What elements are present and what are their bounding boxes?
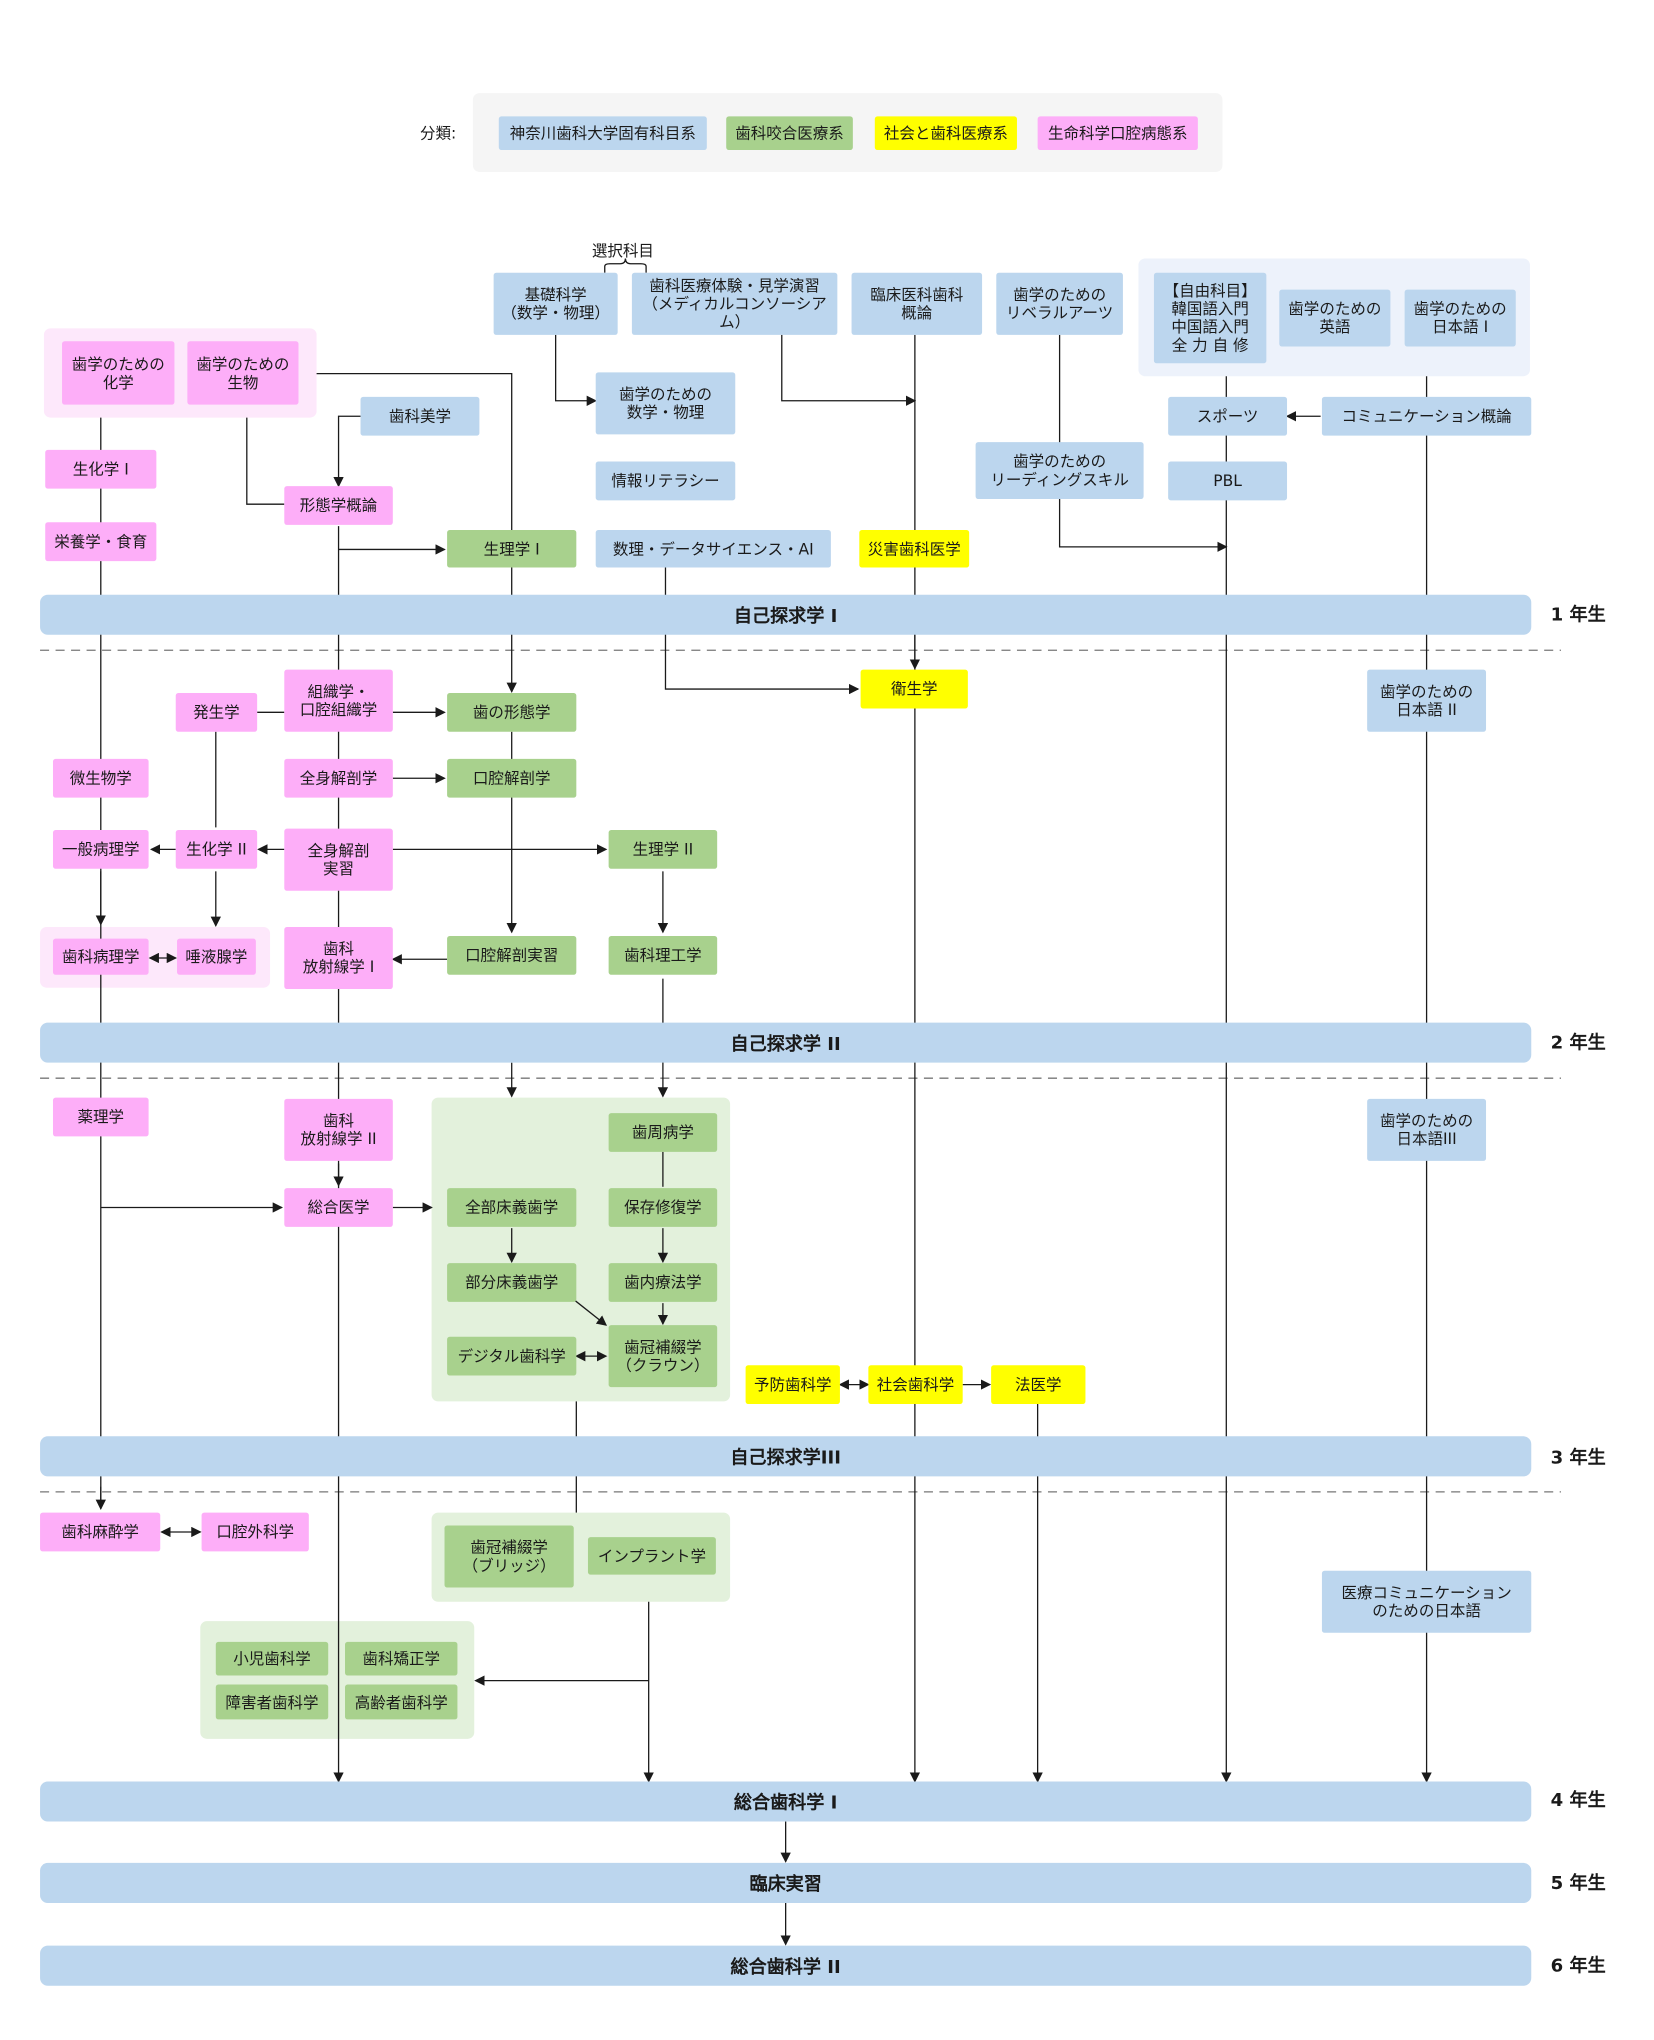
course-chemistry[interactable]: 歯学のための 化学 [62,341,175,405]
course-radiology-2[interactable]: 歯科 放射線学 II [284,1098,393,1161]
course-operative-dentistry[interactable]: 保存修復学 [608,1188,718,1227]
course-general-pathology[interactable]: 一般病理学 [52,829,149,869]
course-oral-anatomy-practice[interactable]: 口腔解剖実習 [447,935,577,975]
selection-label: 選択科目 [591,241,654,260]
course-oral-anatomy[interactable]: 口腔解剖学 [447,758,577,798]
course-geriatric[interactable]: 高齢者歯科学 [345,1684,458,1720]
year-label-2: 2 年生 [1550,1032,1606,1054]
course-pharmacology[interactable]: 薬理学 [52,1097,149,1137]
course-salivary[interactable]: 唾液腺学 [177,938,256,975]
course-complete-denture[interactable]: 全部床義歯学 [447,1188,577,1227]
arrow-medical-rinsho [781,334,917,406]
course-histology[interactable]: 組織学・ 口腔組織学 [284,669,393,732]
legend-item-life-science: 生命科学口腔病態系 [1037,116,1198,150]
arrow-bubun-crown [574,1300,608,1326]
legend-item-kanagawa: 神奈川歯科大学固有科目系 [498,116,707,150]
course-communication[interactable]: コミュニケーション概論 [1321,396,1532,436]
course-medical-consortium[interactable]: 歯科医療体験・見学演習 （メディカルコンソーシアム） [631,272,838,335]
course-info-literacy[interactable]: 情報リテラシー [595,461,736,501]
course-social-dentistry[interactable]: 社会歯科学 [868,1365,963,1404]
course-rinsho-gairon[interactable]: 臨床医科歯科 概論 [851,272,983,335]
course-elective-languages[interactable]: 【自由科目】 韓国語入門 中国語入門 全 力 自 修 [1153,272,1267,364]
course-english[interactable]: 歯学のための 英語 [1279,289,1391,347]
legend-label: 分類: [419,124,457,143]
course-digital-dentistry[interactable]: デジタル歯科学 [447,1336,577,1376]
year-label-4: 4 年生 [1550,1790,1606,1812]
course-implant[interactable]: インプラント学 [587,1537,716,1575]
course-preventive[interactable]: 予防歯科学 [745,1365,840,1404]
course-endodontics[interactable]: 歯内療法学 [608,1263,718,1302]
course-biology[interactable]: 歯学のための 生物 [187,341,299,405]
course-data-science[interactable]: 数理・データサイエンス・AI [595,530,831,568]
year-label-6: 6 年生 [1550,1956,1606,1977]
course-general-medicine[interactable]: 総合医学 [284,1188,393,1227]
arrow-biyo-keitai [333,415,361,488]
course-reading-skill[interactable]: 歯学のための リーディングスキル [975,442,1144,500]
course-hygiene[interactable]: 衛生学 [860,669,968,709]
course-biochem-2[interactable]: 生化学 II [175,829,258,869]
course-dental-aesthetics[interactable]: 歯科美学 [360,396,480,436]
course-oral-pathology[interactable]: 歯科病理学 [52,938,149,975]
year-label-1: 1 年生 [1550,605,1606,626]
line-seibutsu-keitai [246,417,285,505]
bar-self-exploration-2[interactable]: 自己探求学 II [40,1022,1532,1063]
course-japanese-1[interactable]: 歯学のための 日本語 I [1404,289,1516,347]
course-anesthesiology[interactable]: 歯科麻酔学 [40,1512,161,1552]
arrow-reading-pbl [1058,334,1228,553]
course-tooth-morphology[interactable]: 歯の形態学 [447,692,577,732]
course-bridge[interactable]: 歯冠補綴学 （ブリッジ） [444,1525,574,1588]
legend-item-social: 社会と歯科医療系 [874,116,1017,150]
course-pbl[interactable]: PBL [1168,461,1288,501]
course-orthodontics[interactable]: 歯科矯正学 [345,1641,458,1676]
course-anatomy[interactable]: 全身解剖学 [284,758,393,798]
course-sports[interactable]: スポーツ [1168,396,1288,436]
arrow-kiso-suugaku [554,334,597,406]
course-medical-communication[interactable]: 医療コミュニケーション のための日本語 [1321,1570,1532,1633]
course-liberal-arts[interactable]: 歯学のための リベラルアーツ [996,272,1123,335]
course-kiso[interactable]: 基礎科学 （数学・物理） [493,272,618,335]
course-anatomy-practice[interactable]: 全身解剖 実習 [284,828,393,891]
course-dental-materials[interactable]: 歯科理工学 [608,935,718,975]
course-microbiology[interactable]: 微生物学 [52,758,149,798]
bar-comprehensive-2[interactable]: 総合歯科学 II [40,1945,1532,1986]
arrow-seibutsu-hakeitai [316,372,517,693]
bar-comprehensive-1[interactable]: 総合歯科学 I [40,1781,1532,1822]
bar-clinical-practice[interactable]: 臨床実習 [40,1862,1532,1904]
course-disaster-dentistry[interactable]: 災害歯科医学 [859,530,970,568]
course-special-needs[interactable]: 障害者歯科学 [215,1684,329,1720]
course-partial-denture[interactable]: 部分床義歯学 [447,1263,577,1302]
course-radiology-1[interactable]: 歯科 放射線学 I [284,926,393,989]
course-math-physics[interactable]: 歯学のための 数学・物理 [595,372,736,435]
course-physiology-1[interactable]: 生理学 I [447,530,577,568]
course-japanese-2[interactable]: 歯学のための 日本語 II [1367,669,1487,732]
course-japanese-3[interactable]: 歯学のための 日本語III [1367,1098,1487,1161]
course-oral-surgery[interactable]: 口腔外科学 [201,1512,309,1552]
year-label-3: 3 年生 [1550,1447,1606,1469]
selection-brace [604,258,647,273]
bar-self-exploration-3[interactable]: 自己探求学III [40,1436,1532,1477]
course-crown[interactable]: 歯冠補綴学 （クラウン） [608,1325,718,1388]
year-label-5: 5 年生 [1550,1873,1606,1894]
course-physiology-2[interactable]: 生理学 II [608,829,718,869]
course-biochem-1[interactable]: 生化学 I [45,449,157,489]
legend-item-occlusion: 歯科咬合医療系 [726,116,853,150]
course-embryology[interactable]: 発生学 [175,692,258,732]
bar-self-exploration-1[interactable]: 自己探求学 I [40,594,1532,635]
course-periodontology[interactable]: 歯周病学 [608,1113,718,1152]
course-nutrition[interactable]: 栄養学・食育 [45,522,157,562]
course-forensic[interactable]: 法医学 [991,1365,1086,1404]
course-morphology[interactable]: 形態学概論 [284,486,393,525]
course-pediatric[interactable]: 小児歯科学 [215,1641,329,1676]
